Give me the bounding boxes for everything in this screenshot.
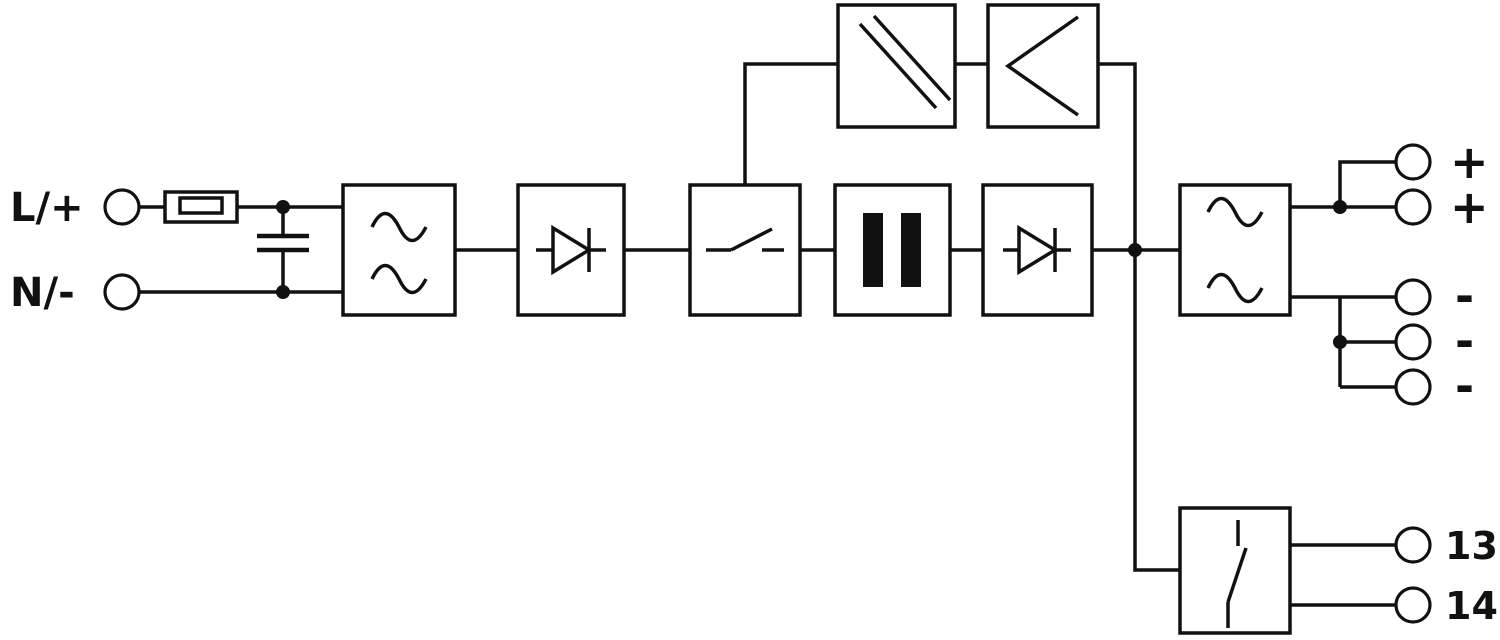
- relay-contact-icon: [1226, 520, 1248, 628]
- isolation-converter-block: [836, 3, 957, 129]
- relay-terminal-13: [1394, 526, 1432, 564]
- diagonal-isolation-icon: [858, 14, 952, 110]
- relay-label-14: 14: [1445, 584, 1498, 628]
- output-label-minus-3: -: [1455, 359, 1474, 413]
- input-filter-block: [341, 183, 457, 317]
- output-terminal-plus-2: [1394, 188, 1432, 226]
- output-label-plus-1: +: [1450, 135, 1489, 189]
- wire-amplifier-to-bus: [1098, 62, 1137, 250]
- output-section: + + - - -: [1290, 135, 1489, 413]
- sine-filter-icon: [1206, 196, 1264, 304]
- junction-dot: [276, 285, 290, 299]
- output-terminal-minus-2: [1394, 323, 1432, 361]
- diode-icon: [536, 224, 606, 276]
- capacitor-icon: [257, 207, 309, 292]
- fuse-icon: [163, 190, 239, 224]
- output-label-minus-1: -: [1455, 269, 1474, 323]
- switching-stage-block: [688, 183, 802, 317]
- relay-contact-block: [1178, 506, 1292, 635]
- wire-bus-to-relay: [1133, 250, 1180, 572]
- feedback-amplifier-block: [986, 3, 1100, 129]
- junction-dot: [276, 200, 290, 214]
- input-label-l: L/+: [10, 185, 84, 231]
- output-filter-block: [1178, 183, 1292, 317]
- transformer-windings-icon: [863, 213, 921, 287]
- input-section: L/+ N/-: [10, 185, 343, 316]
- wire-plus-branch: [1338, 160, 1396, 207]
- switch-icon: [706, 227, 784, 252]
- junction-dot: [1333, 200, 1347, 214]
- wire-switch-to-isolation: [743, 62, 838, 185]
- relay-section: 13 14: [1133, 250, 1498, 635]
- output-label-plus-2: +: [1450, 180, 1489, 234]
- chevron-left-icon: [1004, 15, 1080, 117]
- relay-terminal-14: [1394, 586, 1432, 624]
- junction-dot: [1333, 335, 1347, 349]
- sine-filter-icon: [370, 211, 428, 295]
- input-terminal-n: [103, 273, 141, 311]
- output-label-minus-2: -: [1455, 314, 1474, 368]
- output-terminal-plus-1: [1394, 143, 1432, 181]
- input-rectifier-block: [516, 183, 626, 317]
- diode-icon: [1003, 224, 1071, 276]
- input-terminal-l: [103, 188, 141, 226]
- conversion-chain: [341, 183, 1292, 317]
- relay-label-13: 13: [1445, 524, 1498, 568]
- transformer-block: [833, 183, 952, 317]
- output-terminal-minus-3: [1394, 368, 1432, 406]
- input-label-n: N/-: [10, 270, 75, 316]
- output-rectifier-block: [981, 183, 1094, 317]
- output-terminal-minus-1: [1394, 278, 1432, 316]
- feedback-path: [743, 3, 1142, 257]
